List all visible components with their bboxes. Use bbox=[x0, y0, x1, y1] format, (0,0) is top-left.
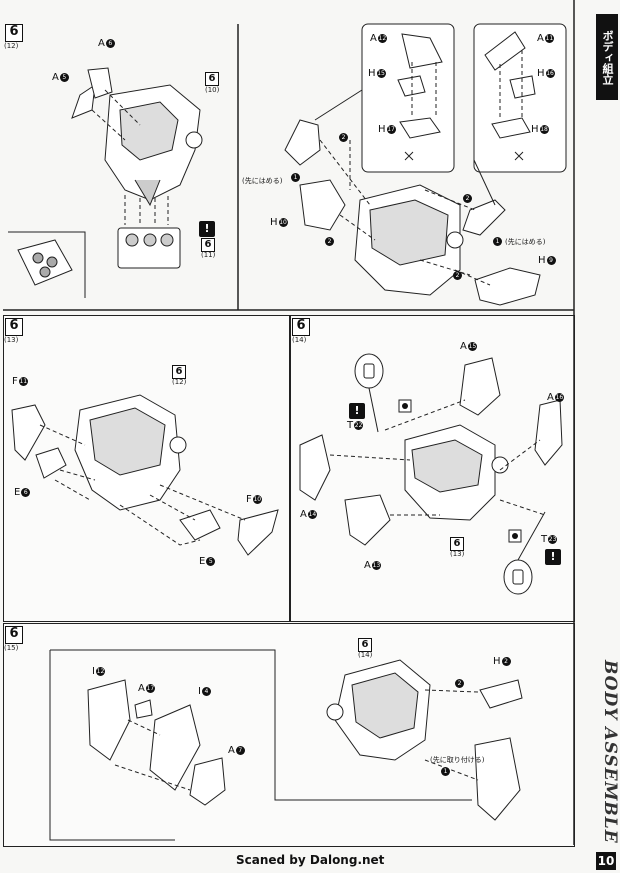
order-2-low: 2 bbox=[452, 270, 462, 281]
ref-step-6-13: 6 bbox=[450, 537, 464, 551]
step-sub-13: (13) bbox=[4, 336, 19, 344]
ref-step-sub-11: (11) bbox=[201, 251, 216, 259]
section-tab: ボディ組立 bbox=[596, 14, 618, 100]
warning-icon: ! bbox=[199, 221, 215, 237]
order-2-mid: 2 bbox=[324, 236, 334, 247]
ref-step-6-10: 6 bbox=[205, 72, 219, 86]
step-number-14: 6 bbox=[292, 318, 310, 336]
step-sub-14: (14) bbox=[292, 336, 307, 344]
warning-icon-t23: ! bbox=[545, 549, 561, 565]
order-1-step15: 1 bbox=[440, 766, 450, 777]
order-2-left: 2 bbox=[338, 132, 348, 143]
body-part-13 bbox=[11, 394, 279, 556]
step-number-12: 6 bbox=[5, 24, 23, 42]
order-2-step15: 2 bbox=[454, 678, 464, 689]
body-part-12b bbox=[284, 119, 541, 306]
ref-step-sub-14: (14) bbox=[358, 651, 373, 659]
part-base-12 bbox=[117, 227, 181, 269]
section-title: BODY ASSEMBLE bbox=[600, 660, 620, 844]
ref-step-sub-12: (12) bbox=[172, 378, 187, 386]
right-sidebar: ボディ組立 BODY ASSEMBLE bbox=[594, 0, 620, 873]
body-part-12 bbox=[104, 84, 203, 207]
body-part-15 bbox=[87, 659, 523, 821]
order-2-right: 2 bbox=[462, 193, 472, 204]
page-number: 10 bbox=[596, 852, 616, 870]
ref-step-6-12: 6 bbox=[172, 365, 186, 379]
order-1-right: 1 bbox=[492, 236, 502, 247]
ref-step-6-11: 6 bbox=[201, 238, 215, 252]
step-number-15: 6 bbox=[5, 626, 23, 644]
note-fit-first-right: (先にはめる) bbox=[505, 238, 546, 246]
order-1-left: 1 bbox=[290, 172, 300, 183]
warning-icon-t22: ! bbox=[349, 403, 365, 419]
note-attach-first: (先に取り付ける) bbox=[430, 756, 485, 764]
step-sub-12: (12) bbox=[4, 42, 19, 50]
step-sub-15: (15) bbox=[4, 644, 19, 652]
body-part-14 bbox=[299, 357, 563, 546]
ref-step-6-14: 6 bbox=[358, 638, 372, 652]
ref-step-sub-13: (13) bbox=[450, 550, 465, 558]
ref-step-sub-10: (10) bbox=[205, 86, 220, 94]
scan-credit: Scaned by Dalong.net bbox=[236, 853, 385, 867]
note-fit-first-left: (先にはめる) bbox=[242, 177, 283, 185]
step-number-13: 6 bbox=[5, 318, 23, 336]
